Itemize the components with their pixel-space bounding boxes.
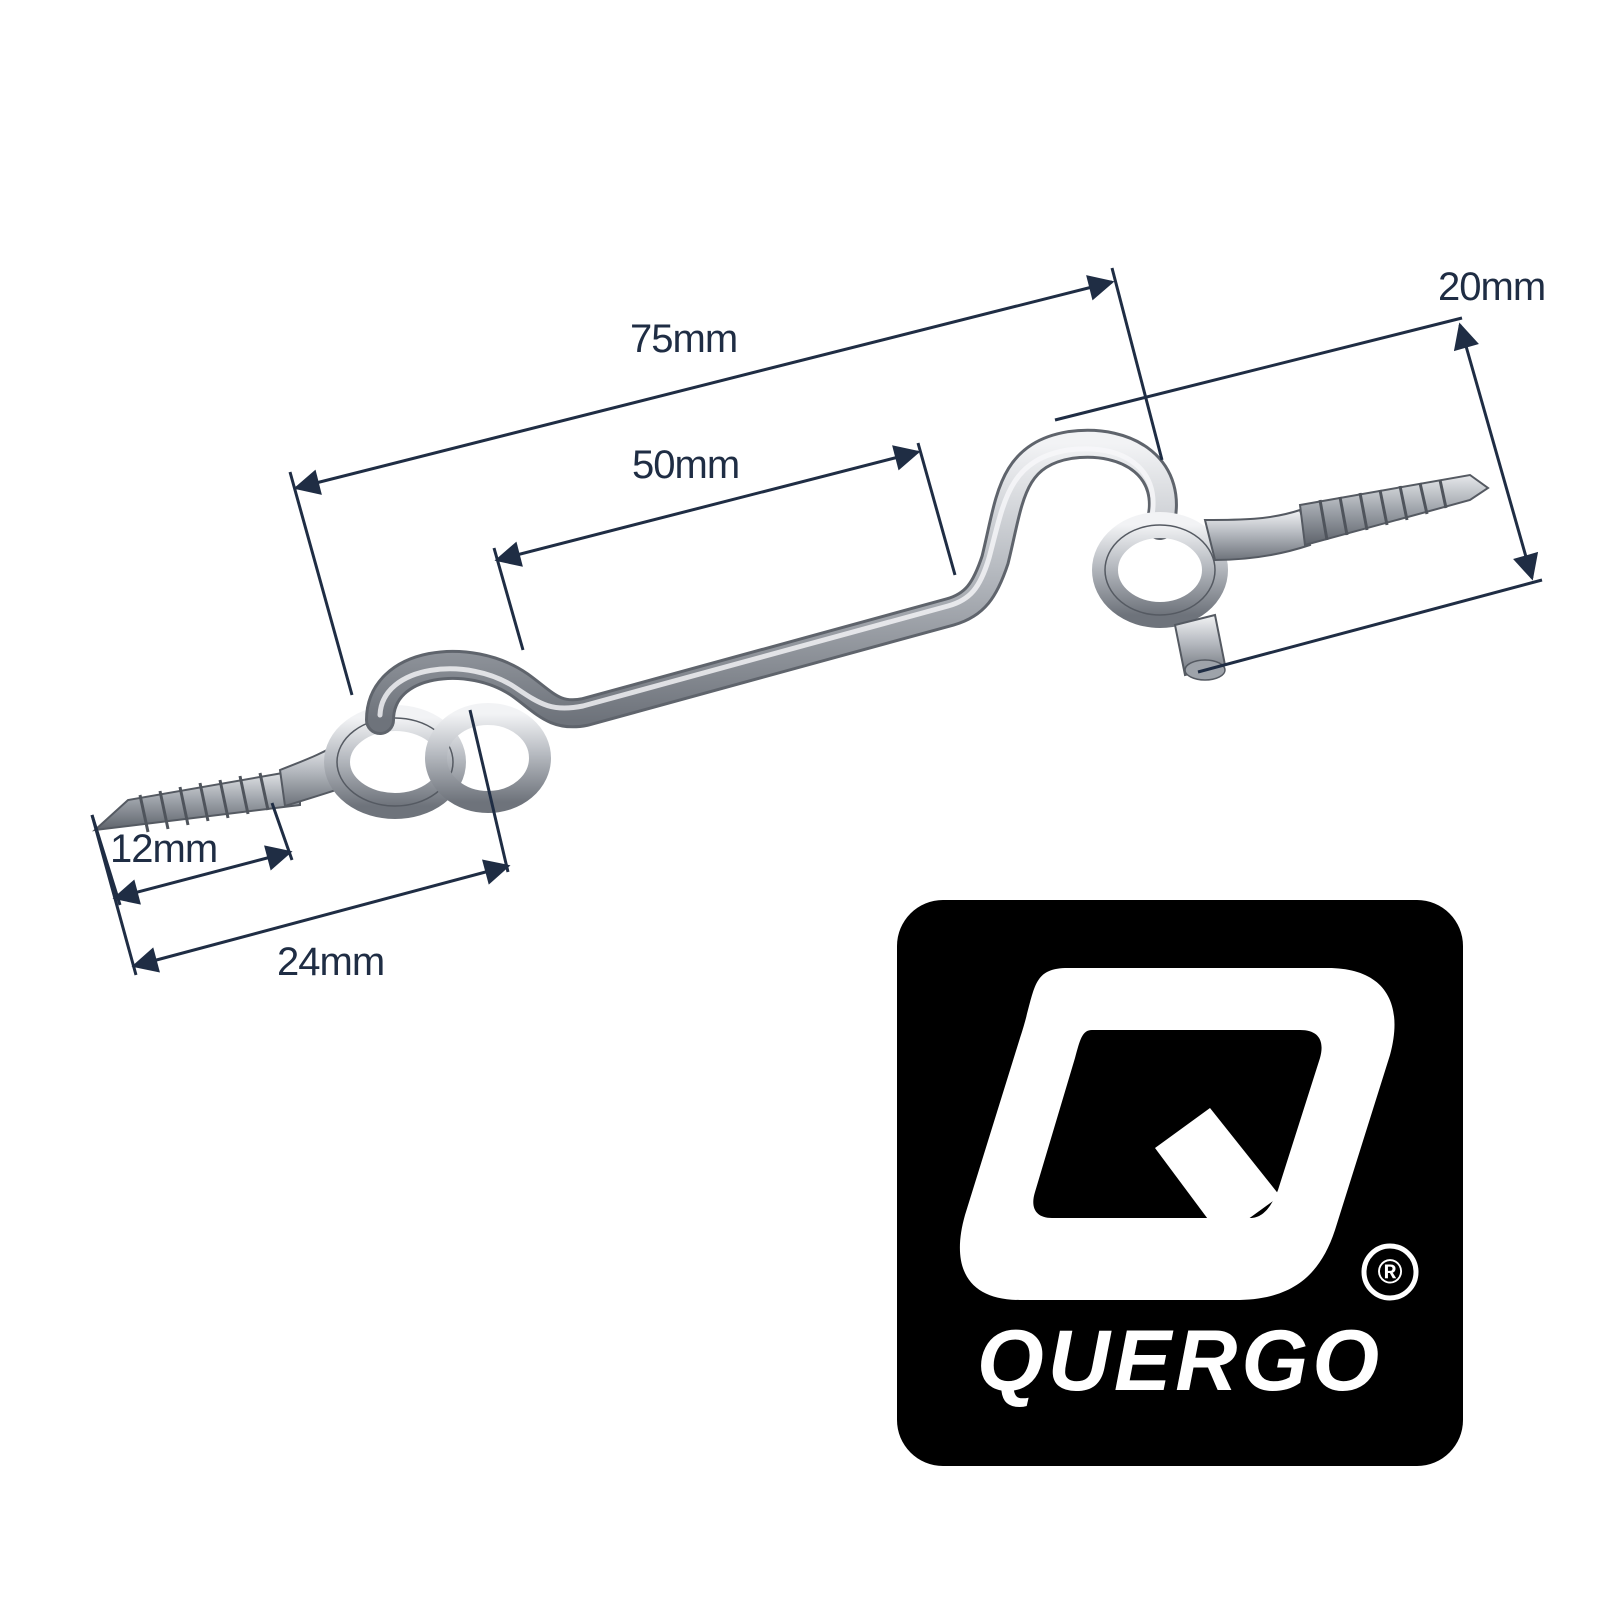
dimension-20mm: 20mm <box>1054 265 1546 674</box>
dimension-label-20mm: 20mm <box>1438 265 1545 309</box>
dimension-label-24mm: 24mm <box>277 940 384 984</box>
brand-name: QUERGO <box>977 1313 1383 1409</box>
registered-mark: ® <box>1377 1253 1402 1291</box>
hook-body <box>365 428 1178 735</box>
left-ring <box>425 703 551 813</box>
dimension-label-12mm: 12mm <box>110 827 217 871</box>
dimension-label-75mm: 75mm <box>630 317 737 361</box>
hook-illustration <box>92 428 1490 833</box>
dimension-75mm: 75mm <box>288 267 1164 696</box>
dimension-50mm: 50mm <box>492 442 957 651</box>
left-screw-eye <box>92 705 466 833</box>
dimension-24mm: 24mm <box>90 709 511 984</box>
quergo-logo: ® QUERGO <box>897 900 1463 1466</box>
right-screw-eye <box>1092 473 1490 681</box>
dimension-label-50mm: 50mm <box>632 443 739 487</box>
